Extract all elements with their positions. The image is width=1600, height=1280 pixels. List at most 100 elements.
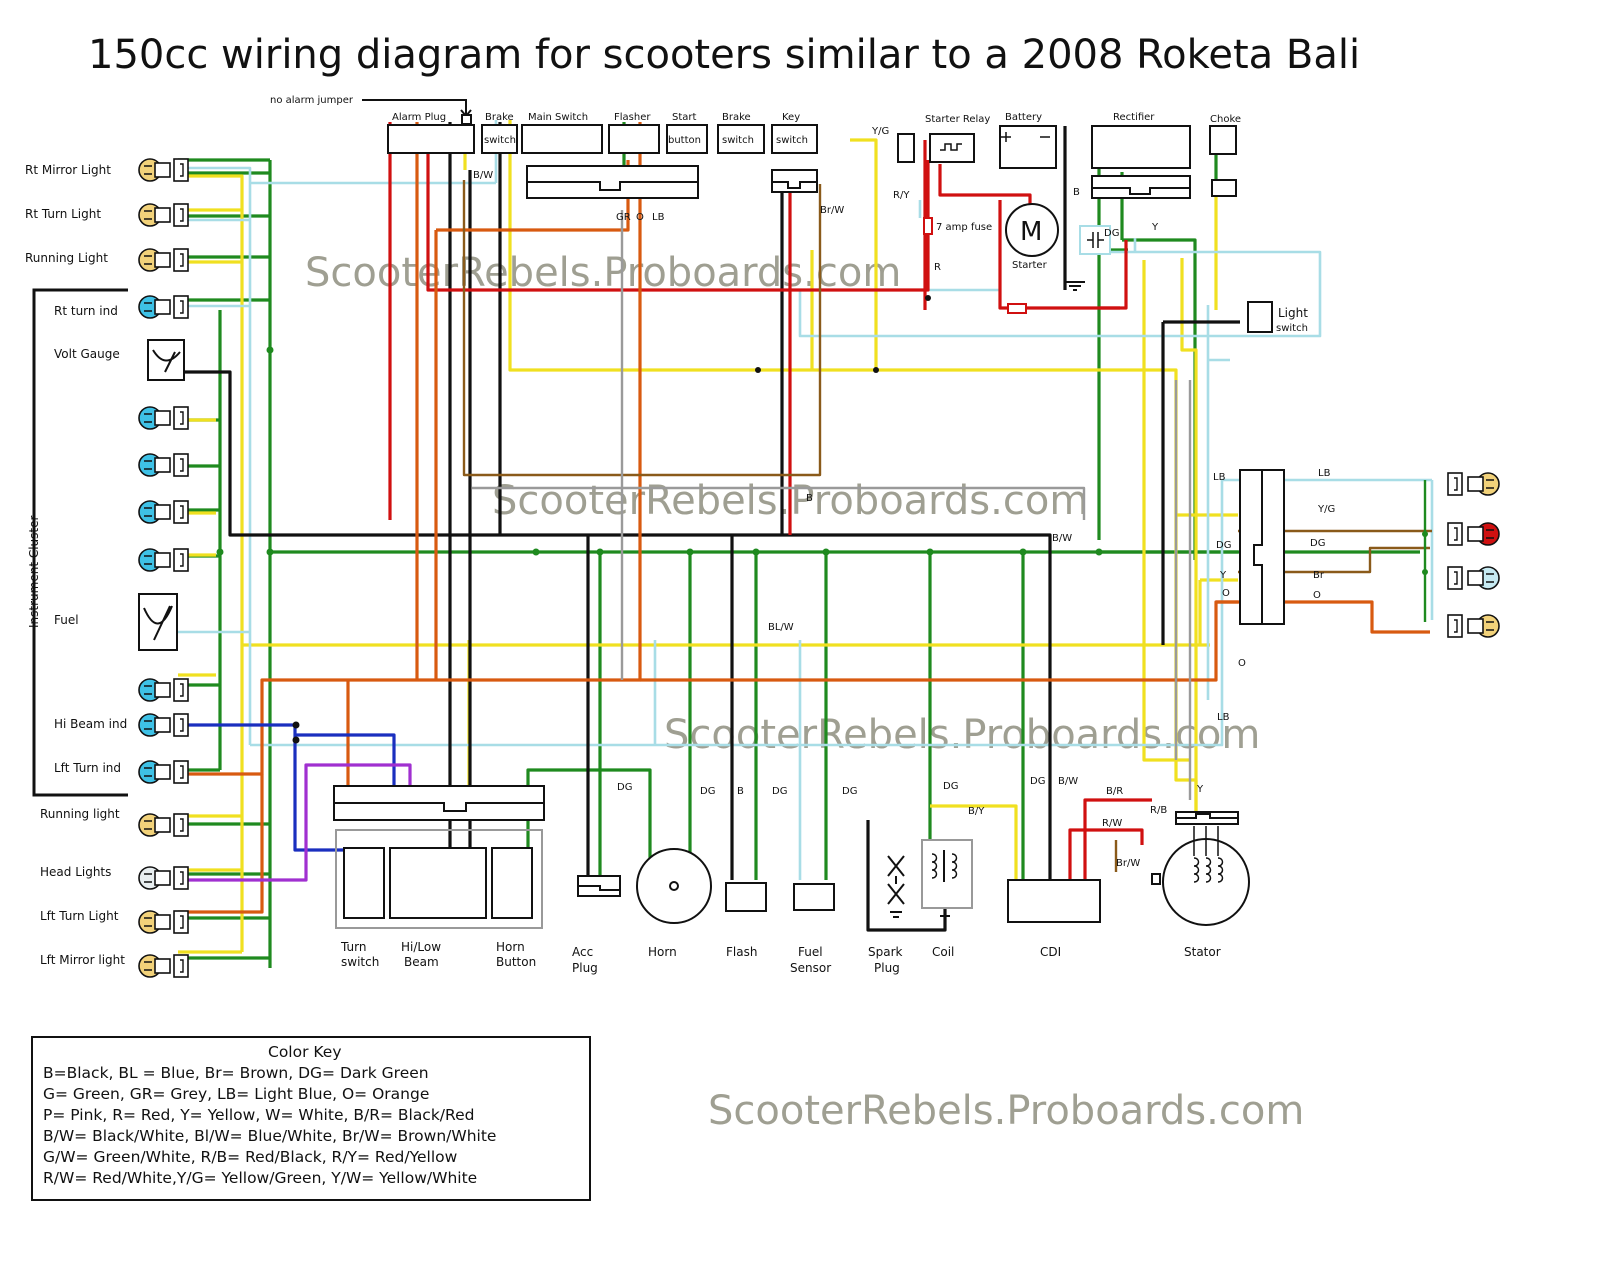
label-cdi: CDI (1040, 945, 1061, 959)
watermark: ScooterRebels.Proboards.com (305, 250, 901, 296)
left-component-labels: Rt Mirror Light Rt Turn Light Running Li… (25, 163, 127, 967)
horn-button-box (491, 847, 533, 919)
label-starter-relay: Starter Relay (925, 114, 990, 125)
orange-wires (178, 122, 1430, 914)
label-rt-turn-ind: Rt turn ind (54, 304, 118, 318)
bulb-icon (138, 866, 189, 890)
label-7-amp-fuse: 7 amp fuse (936, 222, 992, 233)
choke-box (1209, 125, 1237, 155)
bulb-icon (1447, 472, 1500, 496)
bulb-icon (138, 158, 189, 182)
bulb-icon (138, 954, 189, 978)
color-key-line: P= Pink, R= Red, Y= Yellow, W= White, B/… (43, 1106, 474, 1124)
turn-switch-box (343, 847, 385, 919)
purple-wires (178, 763, 412, 882)
label-brake-2: Brake (722, 112, 751, 123)
bulb-icon (138, 406, 189, 430)
wire-label: O (1313, 590, 1321, 601)
label-running-light-2: Running light (40, 807, 120, 821)
watermarks: ScooterRebels.Proboards.com ScooterRebel… (305, 250, 1304, 1134)
wire-label: Br (1313, 570, 1325, 581)
wire-label: BL/W (768, 622, 794, 633)
label-brake-switch-2: switch (722, 135, 754, 146)
wire-label: DG (1216, 540, 1231, 551)
label-choke: Choke (1210, 114, 1241, 125)
label-motor-m: M (1020, 217, 1042, 247)
color-key-line: R/W= Red/White,Y/G= Yellow/Green, Y/W= Y… (43, 1169, 477, 1187)
start-button-box (666, 124, 708, 154)
label-main-switch: Main Switch (528, 112, 588, 123)
watermark: ScooterRebels.Proboards.com (708, 1088, 1304, 1134)
wire-label: DG (842, 786, 857, 797)
wire-label: B/R (1106, 786, 1123, 797)
label-stator: Stator (1184, 945, 1221, 959)
main-switch-box (521, 124, 603, 154)
bottom-component-labels: Turn switch Hi/Low Beam Horn Button Acc … (340, 940, 1221, 975)
label-lft-mirror-light: Lft Mirror light (40, 953, 125, 967)
label-light: Light (1278, 306, 1308, 320)
wire-label: O (1238, 658, 1246, 669)
label-plug: Plug (572, 961, 598, 975)
wire-labels: B/W GR O LB Br/W Y/G R/Y R B DG Y B B/W … (473, 126, 1335, 869)
label-horn: Horn (648, 945, 677, 959)
bulb-icon (138, 248, 189, 272)
wire-label: LB (1318, 468, 1331, 479)
top-component-labels: no alarm jumper Alarm Plug Brake switch … (270, 95, 1308, 334)
wire-label: DG (700, 786, 715, 797)
flash-box (725, 882, 767, 912)
label-start: Start (672, 112, 697, 123)
wire-label: Br/W (1116, 858, 1140, 869)
wire-label: DG (943, 781, 958, 792)
diagram-title: 150cc wiring diagram for scooters simila… (88, 32, 1360, 78)
wire-label: B (806, 493, 813, 504)
bulb-icon (138, 548, 189, 572)
wire-label: DG (617, 782, 632, 793)
starter-relay-box (929, 133, 975, 163)
label-rt-mirror-light: Rt Mirror Light (25, 163, 111, 177)
label-starter: Starter (1012, 260, 1048, 271)
label-brake-1: Brake (485, 112, 514, 123)
wire-label: B/W (1052, 533, 1072, 544)
label-head-lights: Head Lights (40, 865, 111, 879)
label-spark: Spark (868, 945, 903, 959)
light-blue-wires (178, 120, 1434, 880)
handlebar-switch-group (335, 829, 543, 929)
label-acc: Acc (572, 945, 593, 959)
bottom-components (333, 785, 1250, 929)
label-coil: Coil (932, 945, 954, 959)
wire-label: Y (1196, 784, 1204, 795)
label-rectifier: Rectifier (1113, 112, 1155, 123)
brake-switch-box (481, 124, 518, 154)
wire-label: DG (1104, 228, 1119, 239)
label-brake-switch-1: switch (484, 135, 516, 146)
wire-label: Y (1151, 222, 1159, 233)
wire-label: DG (1030, 776, 1045, 787)
right-bulbs (1447, 472, 1500, 638)
wire-label: DG (1310, 538, 1325, 549)
label-key-switch: switch (776, 135, 808, 146)
color-key: Color Key B=Black, BL = Blue, Br= Brown,… (31, 1036, 591, 1201)
cdi-box (1007, 879, 1101, 923)
rectifier-box (1091, 125, 1191, 169)
junction-dots (216, 346, 1428, 575)
bulb-icon (138, 813, 189, 837)
label-flasher: Flasher (614, 112, 651, 123)
watermark: ScooterRebels.Proboards.com (664, 712, 1260, 758)
horn-icon (636, 848, 712, 924)
battery-box (999, 125, 1057, 169)
label-volt-gauge: Volt Gauge (54, 347, 120, 361)
bulb-icon (138, 760, 189, 784)
instrument-cluster-label: Instrument Cluster (27, 516, 41, 628)
label-lft-turn-light: Lft Turn Light (40, 909, 119, 923)
wire-label: R/Y (893, 190, 910, 201)
bulb-icon (138, 500, 189, 524)
bulb-icon (138, 453, 189, 477)
spark-plug-icon (887, 855, 905, 918)
bulb-icon (138, 678, 189, 702)
flasher-box (608, 124, 660, 154)
label-hi-beam-ind: Hi Beam ind (54, 717, 127, 731)
label-running-light: Running Light (25, 251, 108, 265)
label-start-button: button (668, 135, 701, 146)
label-light-switch: switch (1276, 323, 1308, 334)
bulb-icon (1447, 522, 1500, 546)
